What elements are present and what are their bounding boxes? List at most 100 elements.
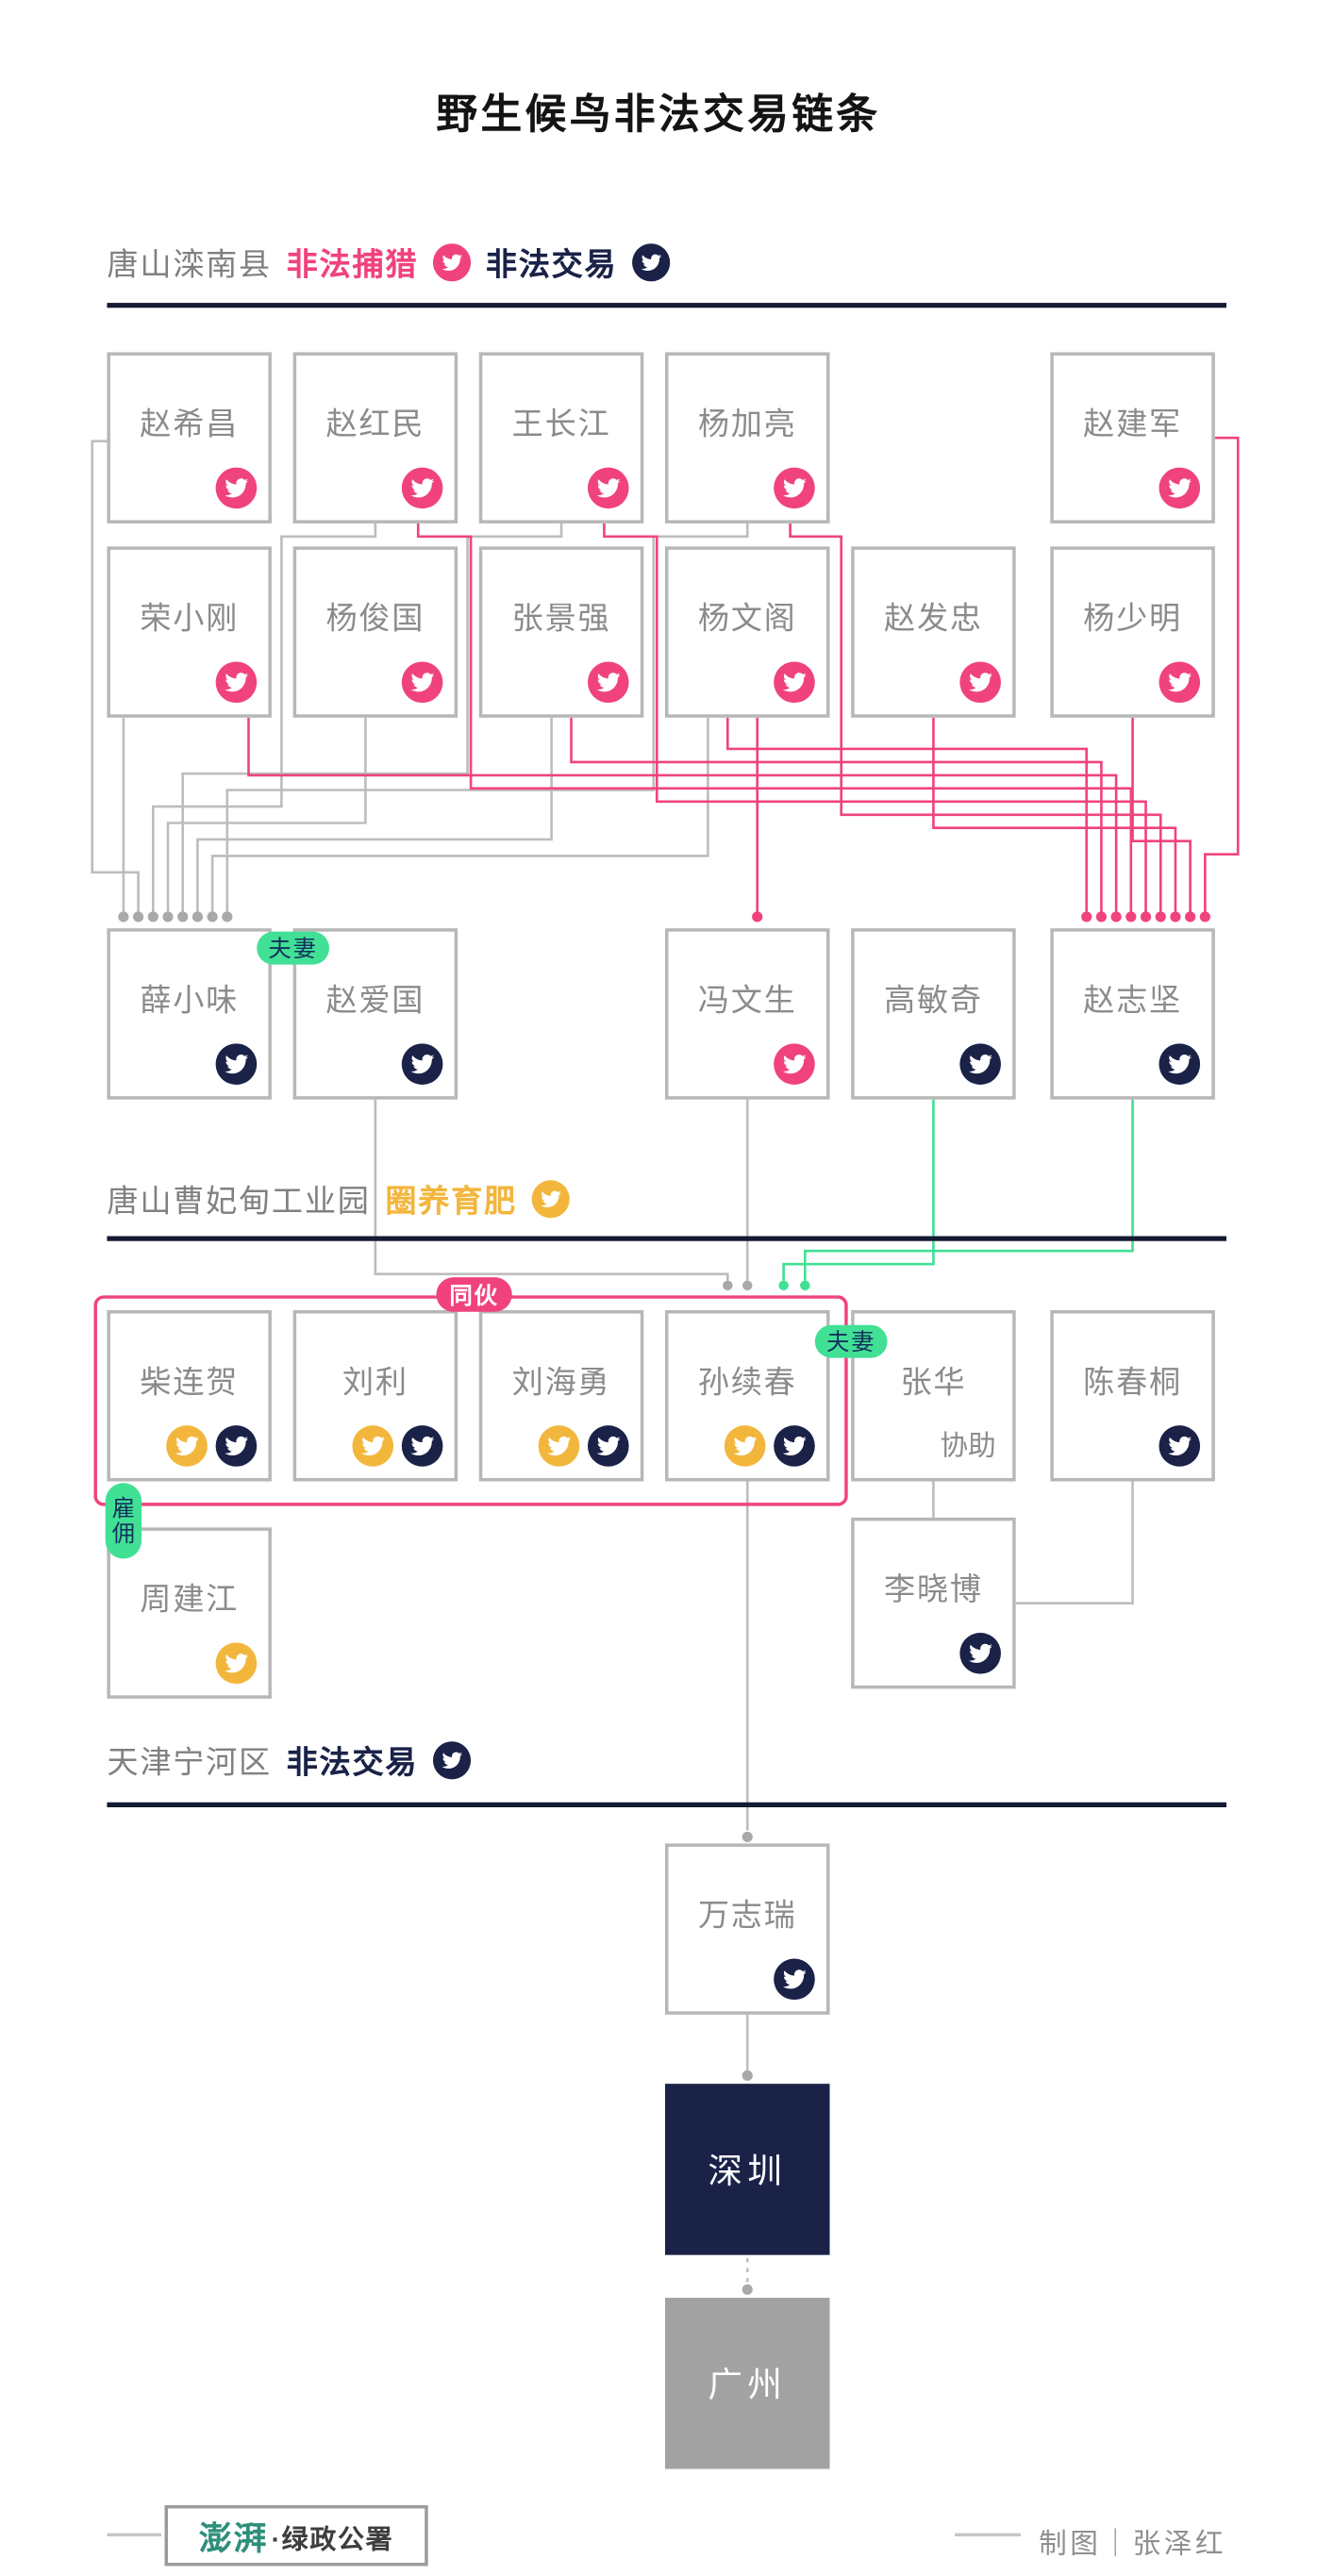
person-name: 高敏奇 [884,984,983,1020]
trade-bird-icon [632,242,671,281]
person-box-rongxiaogang: 荣小刚 [107,546,272,718]
brand-name: 澎湃 [198,2521,269,2558]
trade-tag-label: 非法交易 [286,1745,419,1781]
feed-bird-icon [215,1642,258,1685]
feed-bird-icon [531,1179,570,1218]
person-name: 陈春桐 [1083,1366,1182,1401]
person-name: 薛小味 [140,984,240,1020]
section2-divider [107,1236,1227,1241]
feed-bird-icon [352,1425,394,1467]
trade-bird-icon [401,1425,443,1467]
person-name: 荣小刚 [140,602,240,638]
poach-bird-icon [215,467,258,509]
person-box-zhoujianjiang: 周建江 [107,1527,272,1699]
person-name: 赵建军 [1083,407,1182,443]
person-box-zhanghua: 张华 协助 [851,1310,1016,1482]
poach-bird-icon [1159,661,1201,704]
gang-badge: 同伙 [436,1277,512,1312]
trade-bird-icon [432,1740,472,1779]
trade-bird-icon [587,1425,629,1467]
city-name: 广州 [708,2367,788,2405]
person-box-zhaozhijian: 赵志坚 [1050,928,1215,1100]
trade-bird-icon [215,1043,258,1085]
trade-bird-icon [1159,1043,1201,1085]
poach-bird-icon [401,661,443,704]
person-name: 刘利 [342,1366,408,1401]
section-header-ninghe: 天津宁河区 非法交易 [107,1738,472,1781]
couple-badge: 夫妻 [257,931,329,965]
person-box-wanzhirui: 万志瑞 [664,1843,830,2015]
person-box-zhaojianjun: 赵建军 [1050,352,1215,524]
person-name: 万志瑞 [697,1899,797,1935]
section-header-luannan: 唐山滦南县 非法捕猎 非法交易 [107,241,671,283]
trade-tag-label: 非法交易 [485,247,618,283]
poach-bird-icon [587,661,629,704]
person-box-lixiaobo: 李晓博 [851,1517,1016,1689]
trade-bird-icon [1159,1425,1201,1467]
poach-bird-icon [432,242,472,281]
section3-divider [107,1802,1227,1808]
person-box-chailianhe: 柴连贺 [107,1310,272,1482]
person-box-xuexiaowei: 薛小味 [107,928,272,1100]
person-box-fengwensheng: 冯文生 [664,928,830,1100]
person-box-yangjialiang: 杨加亮 [664,352,830,524]
brand-suffix: ·绿政公署 [271,2525,394,2554]
poach-bird-icon [587,467,629,509]
person-name: 杨俊国 [325,602,425,638]
section-header-caofeidian: 唐山曹妃甸工业园 圈养育肥 [107,1177,570,1220]
trade-bird-icon [774,1425,815,1467]
person-name: 赵志坚 [1083,984,1182,1020]
person-name: 周建江 [140,1583,240,1619]
poach-bird-icon [401,467,443,509]
assist-label: 协助 [940,1430,996,1462]
hire-badge: 雇佣 [105,1483,142,1559]
trade-bird-icon [401,1043,443,1085]
person-name: 杨少明 [1083,602,1182,638]
trade-bird-icon [959,1043,1001,1085]
person-name: 刘海勇 [511,1366,611,1401]
person-name: 赵爱国 [325,984,425,1020]
page-title: 野生候鸟非法交易链条 [436,91,881,139]
person-box-liuhaiyong: 刘海勇 [478,1310,644,1482]
feed-bird-icon [724,1425,766,1467]
person-box-yangshaoming: 杨少明 [1050,546,1215,718]
person-box-zhangjingqiang: 张景强 [478,546,644,718]
poach-bird-icon [774,467,815,509]
person-box-zhaohongmin: 赵红民 [292,352,458,524]
person-box-liuli: 刘利 [292,1310,458,1482]
couple-badge: 夫妻 [814,1324,888,1358]
credit-text: 制图｜张泽红 [1039,2528,1227,2560]
person-name: 孙续春 [697,1366,797,1401]
city-name: 深圳 [708,2152,788,2191]
city-box-shenzhen: 深圳 [664,2084,830,2255]
person-box-chenchuntong: 陈春桐 [1050,1310,1215,1482]
person-name: 赵发忠 [884,602,983,638]
person-name: 赵希昌 [140,407,240,443]
person-name: 张华 [900,1366,967,1401]
person-name: 冯文生 [697,984,797,1020]
trade-bird-icon [774,1958,815,2001]
poach-bird-icon [1159,467,1201,509]
footer-right-rule [955,2533,1021,2537]
footer-left-rule [107,2533,162,2537]
trade-bird-icon [215,1425,258,1467]
person-box-zhaoxichang: 赵希昌 [107,352,272,524]
person-name: 李晓博 [884,1573,983,1608]
person-box-yangwenge: 杨文阁 [664,546,830,718]
section2-location: 唐山曹妃甸工业园 [107,1184,371,1220]
person-box-wangchangjiang: 王长江 [478,352,644,524]
person-box-gaominqi: 高敏奇 [851,928,1016,1100]
person-name: 赵红民 [325,407,425,443]
feed-bird-icon [166,1425,208,1467]
poach-bird-icon [215,661,258,704]
poach-bird-icon [959,661,1001,704]
person-name: 王长江 [511,407,611,443]
feed-tag-label: 圈养育肥 [385,1184,517,1220]
person-name: 张景强 [511,602,611,638]
trade-bird-icon [959,1633,1001,1674]
person-name: 柴连贺 [140,1366,240,1401]
poach-tag-label: 非法捕猎 [286,247,419,283]
person-box-yangjunguo: 杨俊国 [292,546,458,718]
poach-bird-icon [774,661,815,704]
